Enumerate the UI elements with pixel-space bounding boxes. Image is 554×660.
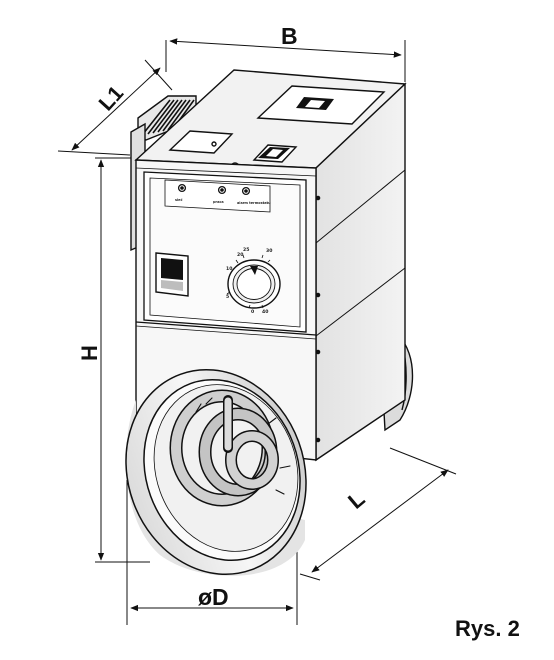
dim-label-l: L (343, 486, 369, 514)
dial-pointer (250, 266, 258, 275)
indicator-lamp-work (217, 185, 227, 195)
dial-scale-label: 20 (237, 252, 243, 258)
dial-scale-label: 40 (262, 309, 268, 315)
dim-b-line (169, 38, 402, 58)
dim-l-ext-1 (389, 447, 457, 475)
dim-l-line (311, 469, 449, 573)
dim-label-b: B (281, 23, 298, 49)
heating-elements (169, 389, 291, 507)
dim-l-ext-2 (299, 573, 321, 581)
dial-scale-label: 10 (226, 266, 232, 272)
indicator-lamp-alarm (241, 186, 251, 196)
dim-label-h: H (77, 345, 102, 361)
fin-lines (142, 99, 195, 135)
indicator-label-alarm: alarm termostatu (237, 201, 271, 205)
dim-label-diameter: øD (198, 584, 229, 610)
housing-top (134, 69, 407, 172)
heating-coil-inner (225, 430, 279, 490)
cover-screw (211, 141, 217, 147)
dimension-lines (57, 38, 457, 625)
indicator-label-work: praca (213, 200, 224, 204)
dial-scale-label: 0 (251, 309, 254, 315)
indicator-lamp-power (177, 183, 187, 193)
dim-l1-ext-1 (144, 59, 173, 91)
figure-caption: Rys. 2 (455, 616, 520, 641)
cover-plate (168, 130, 234, 154)
control-panel (143, 171, 307, 333)
dial-ticks (226, 254, 271, 309)
thermostat-dial[interactable] (227, 259, 281, 309)
indicator-label-power: sieć (175, 198, 183, 202)
dim-l1-line (71, 67, 161, 151)
dim-label-l1: L1 (95, 82, 129, 116)
dial-scale-label: 5 (226, 294, 229, 300)
front-seam (135, 321, 317, 336)
dim-l1-ext-2 (57, 150, 131, 156)
power-switch[interactable] (155, 252, 189, 297)
dial-scale-label: 30 (266, 248, 272, 254)
dial-scale-label: 25 (243, 247, 249, 253)
